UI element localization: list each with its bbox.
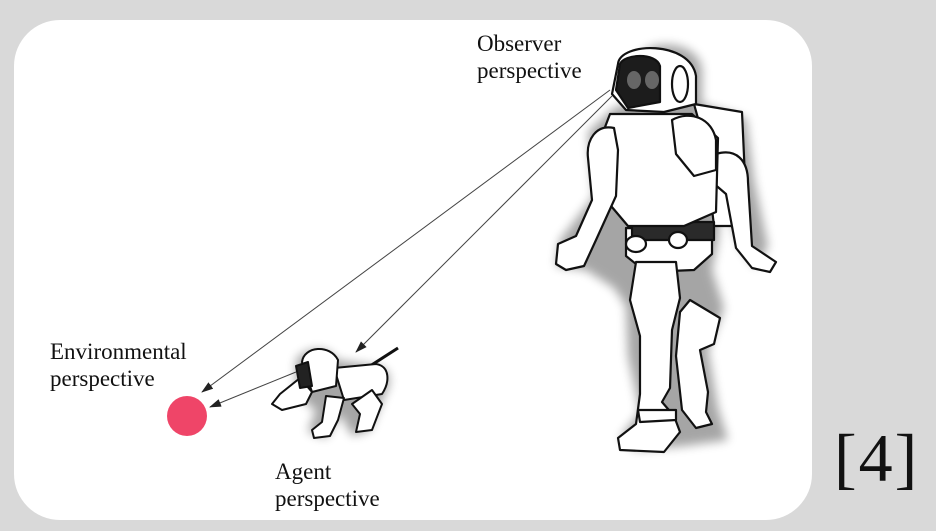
humanoid-robot-observer xyxy=(554,44,778,454)
observer-perspective-label: Observer perspective xyxy=(477,31,582,83)
perspective-arrows xyxy=(201,89,613,408)
environmental-perspective-label: Environmental perspective xyxy=(50,339,187,391)
environment-ball xyxy=(167,396,207,436)
agent-perspective-label: Agent perspective xyxy=(275,459,380,511)
arrow-agent-to-environment xyxy=(209,371,297,408)
arrow-observer-to-agent xyxy=(355,95,613,353)
arrow-observer-to-environment xyxy=(201,89,611,393)
reference-number: [4] xyxy=(834,420,920,496)
robot-dog-agent xyxy=(271,346,399,439)
